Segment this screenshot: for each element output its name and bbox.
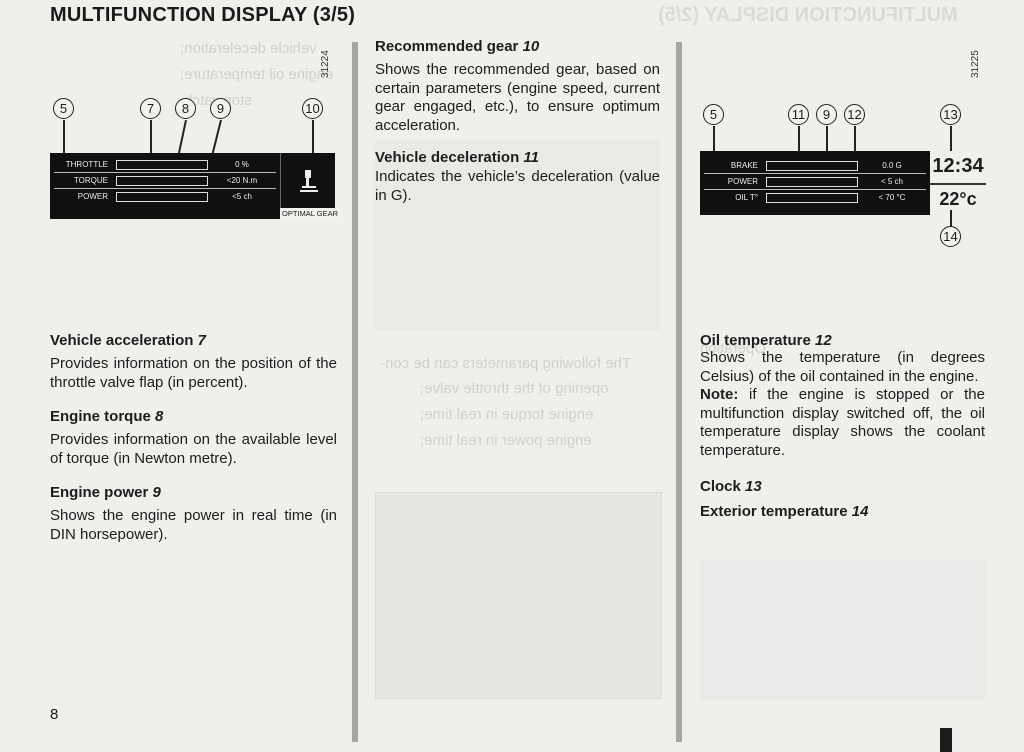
- row-label: POWER: [727, 177, 758, 186]
- section-edge-marker: [940, 728, 952, 752]
- section-heading: Clock 13: [700, 478, 762, 495]
- section-body: Indicates the vehicle’s deceleration (va…: [375, 168, 660, 204]
- section-heading: Vehicle acceleration 7: [50, 332, 206, 349]
- callout-5: 5: [53, 98, 74, 119]
- bleed-through-title: MULTIFUNCTION DISPLAY (2/5): [658, 4, 958, 26]
- section-heading: Exterior temperature 14: [700, 503, 869, 520]
- figure-id: 31224: [320, 50, 331, 78]
- page-number: 8: [50, 706, 59, 723]
- leader-line: [798, 126, 800, 170]
- multifunction-display-screen: BRAKE 0.0 G POWER < 5 ch OIL T° < 70 °C: [700, 151, 930, 215]
- section-body: Provides information on the position of …: [50, 355, 337, 391]
- figure-right: 31225 5 11 9 12 13 14 BRAKE 0.0 G POWER …: [700, 38, 990, 258]
- level-bar: [116, 176, 208, 186]
- section-body: Shows the engine power in real time (in …: [50, 507, 337, 543]
- level-bar: [116, 160, 208, 170]
- row-value: <5 ch: [232, 192, 252, 201]
- row-value: 0 %: [235, 160, 249, 169]
- callout-11: 11: [788, 104, 809, 125]
- optimal-gear-label: OPTIMAL GEAR: [280, 208, 340, 220]
- level-bar: [116, 192, 208, 202]
- column-divider: [352, 42, 358, 742]
- bleed-through-text: The following parameters can be con-: [380, 355, 631, 372]
- callout-9: 9: [210, 98, 231, 119]
- section-heading: Engine power 9: [50, 484, 161, 501]
- callout-14: 14: [940, 226, 961, 247]
- callout-10: 10: [302, 98, 323, 119]
- section-heading: Recommended gear 10: [375, 38, 540, 55]
- left-column-text: Vehicle acceleration 7 Provides informat…: [50, 332, 337, 544]
- row-value: 0.0 G: [882, 161, 902, 170]
- exterior-temperature-display: 22°c: [939, 189, 977, 209]
- callout-12: 12: [844, 104, 865, 125]
- bleed-through-text: engine power in real time;: [420, 432, 592, 449]
- callout-13: 13: [940, 104, 961, 125]
- section-heading: Vehicle deceleration 11: [375, 149, 539, 166]
- leader-line: [312, 120, 314, 154]
- row-label: THROTTLE: [65, 160, 108, 169]
- display-row: BRAKE 0.0 G: [700, 160, 930, 172]
- row-label: BRAKE: [730, 161, 758, 170]
- row-label: OIL T°: [735, 193, 758, 202]
- leader-line: [150, 120, 152, 164]
- display-row: POWER <5 ch: [50, 191, 280, 203]
- callout-8: 8: [175, 98, 196, 119]
- leader-line: [950, 210, 952, 227]
- callout-7: 7: [140, 98, 161, 119]
- display-row: OIL T° < 70 °C: [700, 192, 930, 204]
- right-column-text: Oil temperature 12 Shows the temperature…: [700, 332, 985, 520]
- display-row: POWER < 5 ch: [700, 176, 930, 188]
- callout-5: 5: [703, 104, 724, 125]
- bleed-through-warning-box: [375, 492, 662, 699]
- bleed-through-panel: [700, 560, 985, 700]
- section-heading: Engine torque 8: [50, 408, 164, 425]
- note-text: if the engine is stopped or the multifun…: [700, 386, 985, 459]
- section-heading: Oil temperature 12: [700, 332, 832, 349]
- display-row: TORQUE <20 N.m: [50, 175, 280, 187]
- page-title: MULTIFUNCTION DISPLAY (3/5): [50, 4, 356, 26]
- leader-line: [713, 126, 715, 158]
- row-label: TORQUE: [73, 176, 108, 185]
- display-row: THROTTLE 0 %: [50, 159, 280, 171]
- bleed-through-text: opening of the throttle valve;: [420, 380, 609, 397]
- column-divider: [676, 42, 682, 742]
- note-label: Note:: [700, 386, 739, 403]
- level-bar: [766, 177, 858, 187]
- row-value: <20 N.m: [226, 176, 258, 185]
- gear-shift-icon: [300, 170, 318, 192]
- note-paragraph: Note: if the engine is stopped or the mu…: [700, 386, 985, 460]
- section-body: Shows the recommended gear, based on cer…: [375, 61, 660, 134]
- bleed-through-text: engine torque in real time;: [420, 406, 594, 423]
- level-bar: [766, 161, 858, 171]
- row-label: POWER: [77, 192, 108, 201]
- section-body: Shows the temperature (in degrees Celsiu…: [700, 349, 985, 385]
- row-value: < 70 °C: [878, 193, 906, 202]
- callout-9: 9: [816, 104, 837, 125]
- bleed-through-panel: [375, 140, 660, 330]
- section-body: Provides information on the available le…: [50, 431, 337, 467]
- level-bar: [766, 193, 858, 203]
- leader-line: [950, 126, 952, 151]
- figure-left: 31224 5 7 8 9 10 THROTTLE 0 % TORQUE <20…: [50, 38, 340, 228]
- figure-id: 31225: [970, 50, 981, 78]
- leader-line: [63, 120, 65, 154]
- middle-column-text: Recommended gear 10 Shows the recommende…: [375, 38, 660, 205]
- clock-display: 12:34: [932, 155, 984, 177]
- row-value: < 5 ch: [880, 177, 903, 186]
